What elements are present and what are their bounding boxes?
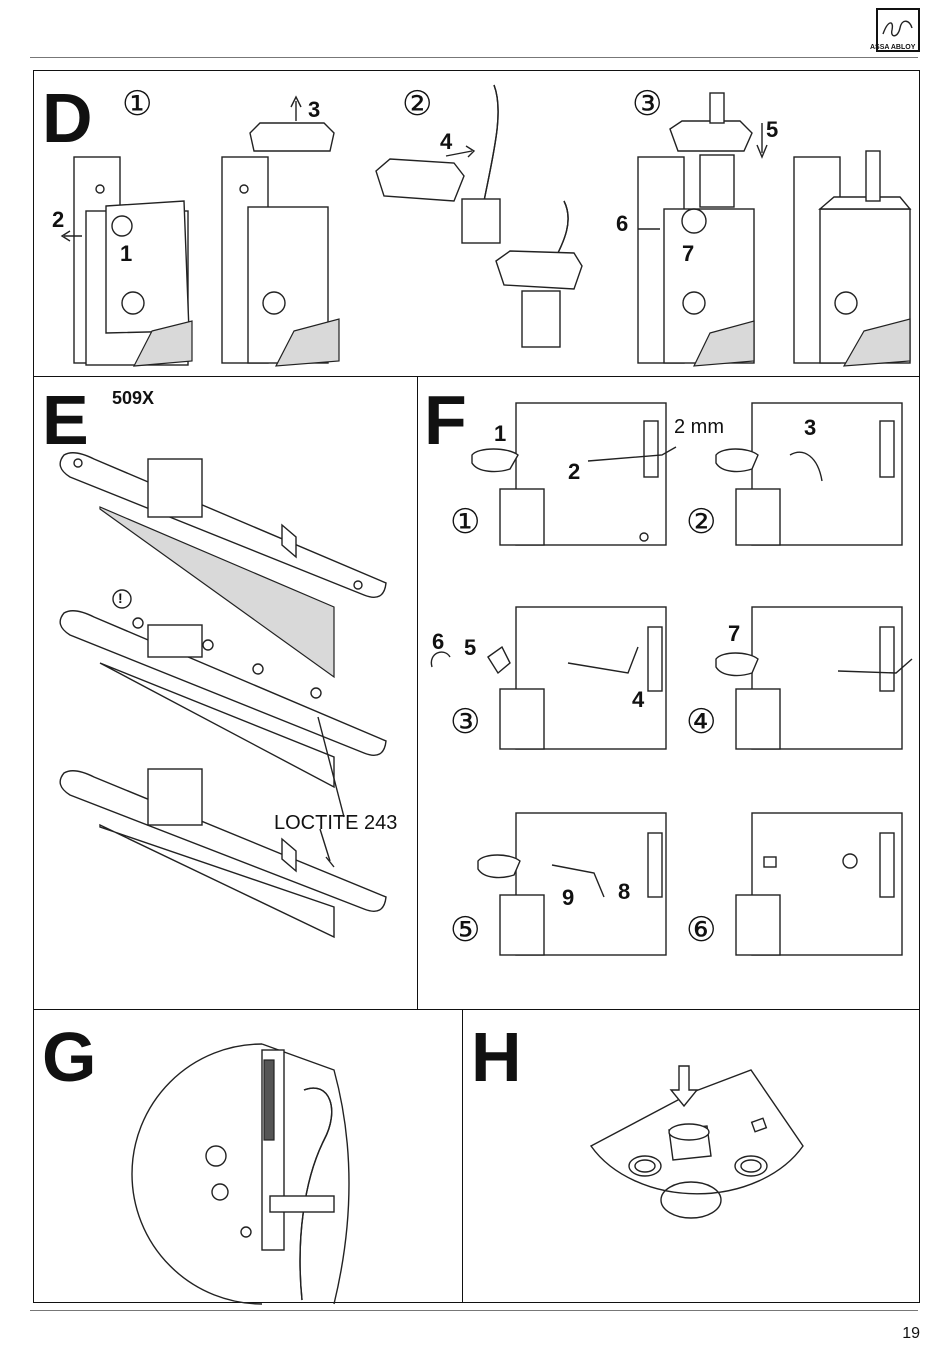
section-letter-e: E xyxy=(42,381,89,459)
header-rule xyxy=(30,57,918,58)
logo-mark-icon xyxy=(882,20,913,37)
d-callout-3: 3 xyxy=(308,97,321,122)
f-frame-4 xyxy=(715,606,913,750)
f-callout-1: 1 xyxy=(494,421,507,446)
f-frame-3 xyxy=(430,606,667,750)
panel-e: E 509X xyxy=(33,376,419,1011)
e-loctite-label: LOCTITE 243 xyxy=(274,812,398,834)
f-step-6: ⑥ xyxy=(686,910,717,950)
f-step-1: ① xyxy=(450,502,481,542)
f-frame-2 xyxy=(715,402,903,546)
d-lock-1 xyxy=(60,156,193,367)
f-callout-7: 7 xyxy=(728,621,741,646)
d-callout-6: 6 xyxy=(616,211,629,236)
f-step-3: ③ xyxy=(450,702,481,742)
section-letter-d: D xyxy=(42,79,93,157)
e-warning-mark: ! xyxy=(118,590,123,606)
e-model-label: 509X xyxy=(112,388,155,408)
e-faceplate-2 xyxy=(59,610,387,789)
d-callout-4: 4 xyxy=(440,129,453,154)
f-callout-2: 2 xyxy=(568,459,581,484)
f-callout-3: 3 xyxy=(804,415,817,440)
panel-h: H xyxy=(462,1009,920,1303)
section-letter-h: H xyxy=(471,1018,522,1096)
h-illustration xyxy=(589,1065,804,1219)
e-illustration xyxy=(59,452,387,939)
d-illustration xyxy=(60,84,912,367)
footer-rule xyxy=(30,1310,918,1311)
f-step-4: ④ xyxy=(686,702,717,742)
f-callout-9: 9 xyxy=(562,885,575,910)
d-callout-7: 7 xyxy=(682,241,695,266)
brand-logo xyxy=(876,8,920,52)
section-letter-g: G xyxy=(42,1018,97,1096)
d-step-2: ② xyxy=(402,84,433,124)
f-frame-6 xyxy=(735,812,903,956)
g-illustration xyxy=(131,1043,350,1305)
panel-g: G xyxy=(33,1009,464,1305)
e-faceplate-1 xyxy=(59,452,387,679)
panel-f: F xyxy=(417,376,920,1011)
f-illustration xyxy=(430,402,913,956)
f-step-5: ⑤ xyxy=(450,910,481,950)
brand-subtitle: ASSA ABLOY xyxy=(870,44,916,51)
d-cable-pieces xyxy=(375,84,583,348)
d-callout-2: 2 xyxy=(52,207,65,232)
page-number: 19 xyxy=(902,1325,920,1342)
d-step-1: ① xyxy=(122,84,153,124)
d-lock-3 xyxy=(637,92,768,367)
f-callout-4: 4 xyxy=(632,687,645,712)
f-gap-label: 2 mm xyxy=(674,416,724,438)
f-callout-5: 5 xyxy=(464,635,477,660)
section-letter-f: F xyxy=(424,381,467,459)
f-step-2: ② xyxy=(686,502,717,542)
f-callout-8: 8 xyxy=(618,879,631,904)
d-lock-2 xyxy=(221,95,340,367)
d-lock-4 xyxy=(793,150,912,367)
e-faceplate-3 xyxy=(59,768,387,939)
d-callout-1: 1 xyxy=(120,241,133,266)
d-callout-5: 5 xyxy=(766,117,779,142)
f-callout-6: 6 xyxy=(432,629,445,654)
f-frame-5 xyxy=(477,812,667,956)
f-frame-1 xyxy=(471,402,677,546)
d-step-3: ③ xyxy=(632,84,663,124)
panel-d: D ① ② ③ xyxy=(33,70,920,377)
